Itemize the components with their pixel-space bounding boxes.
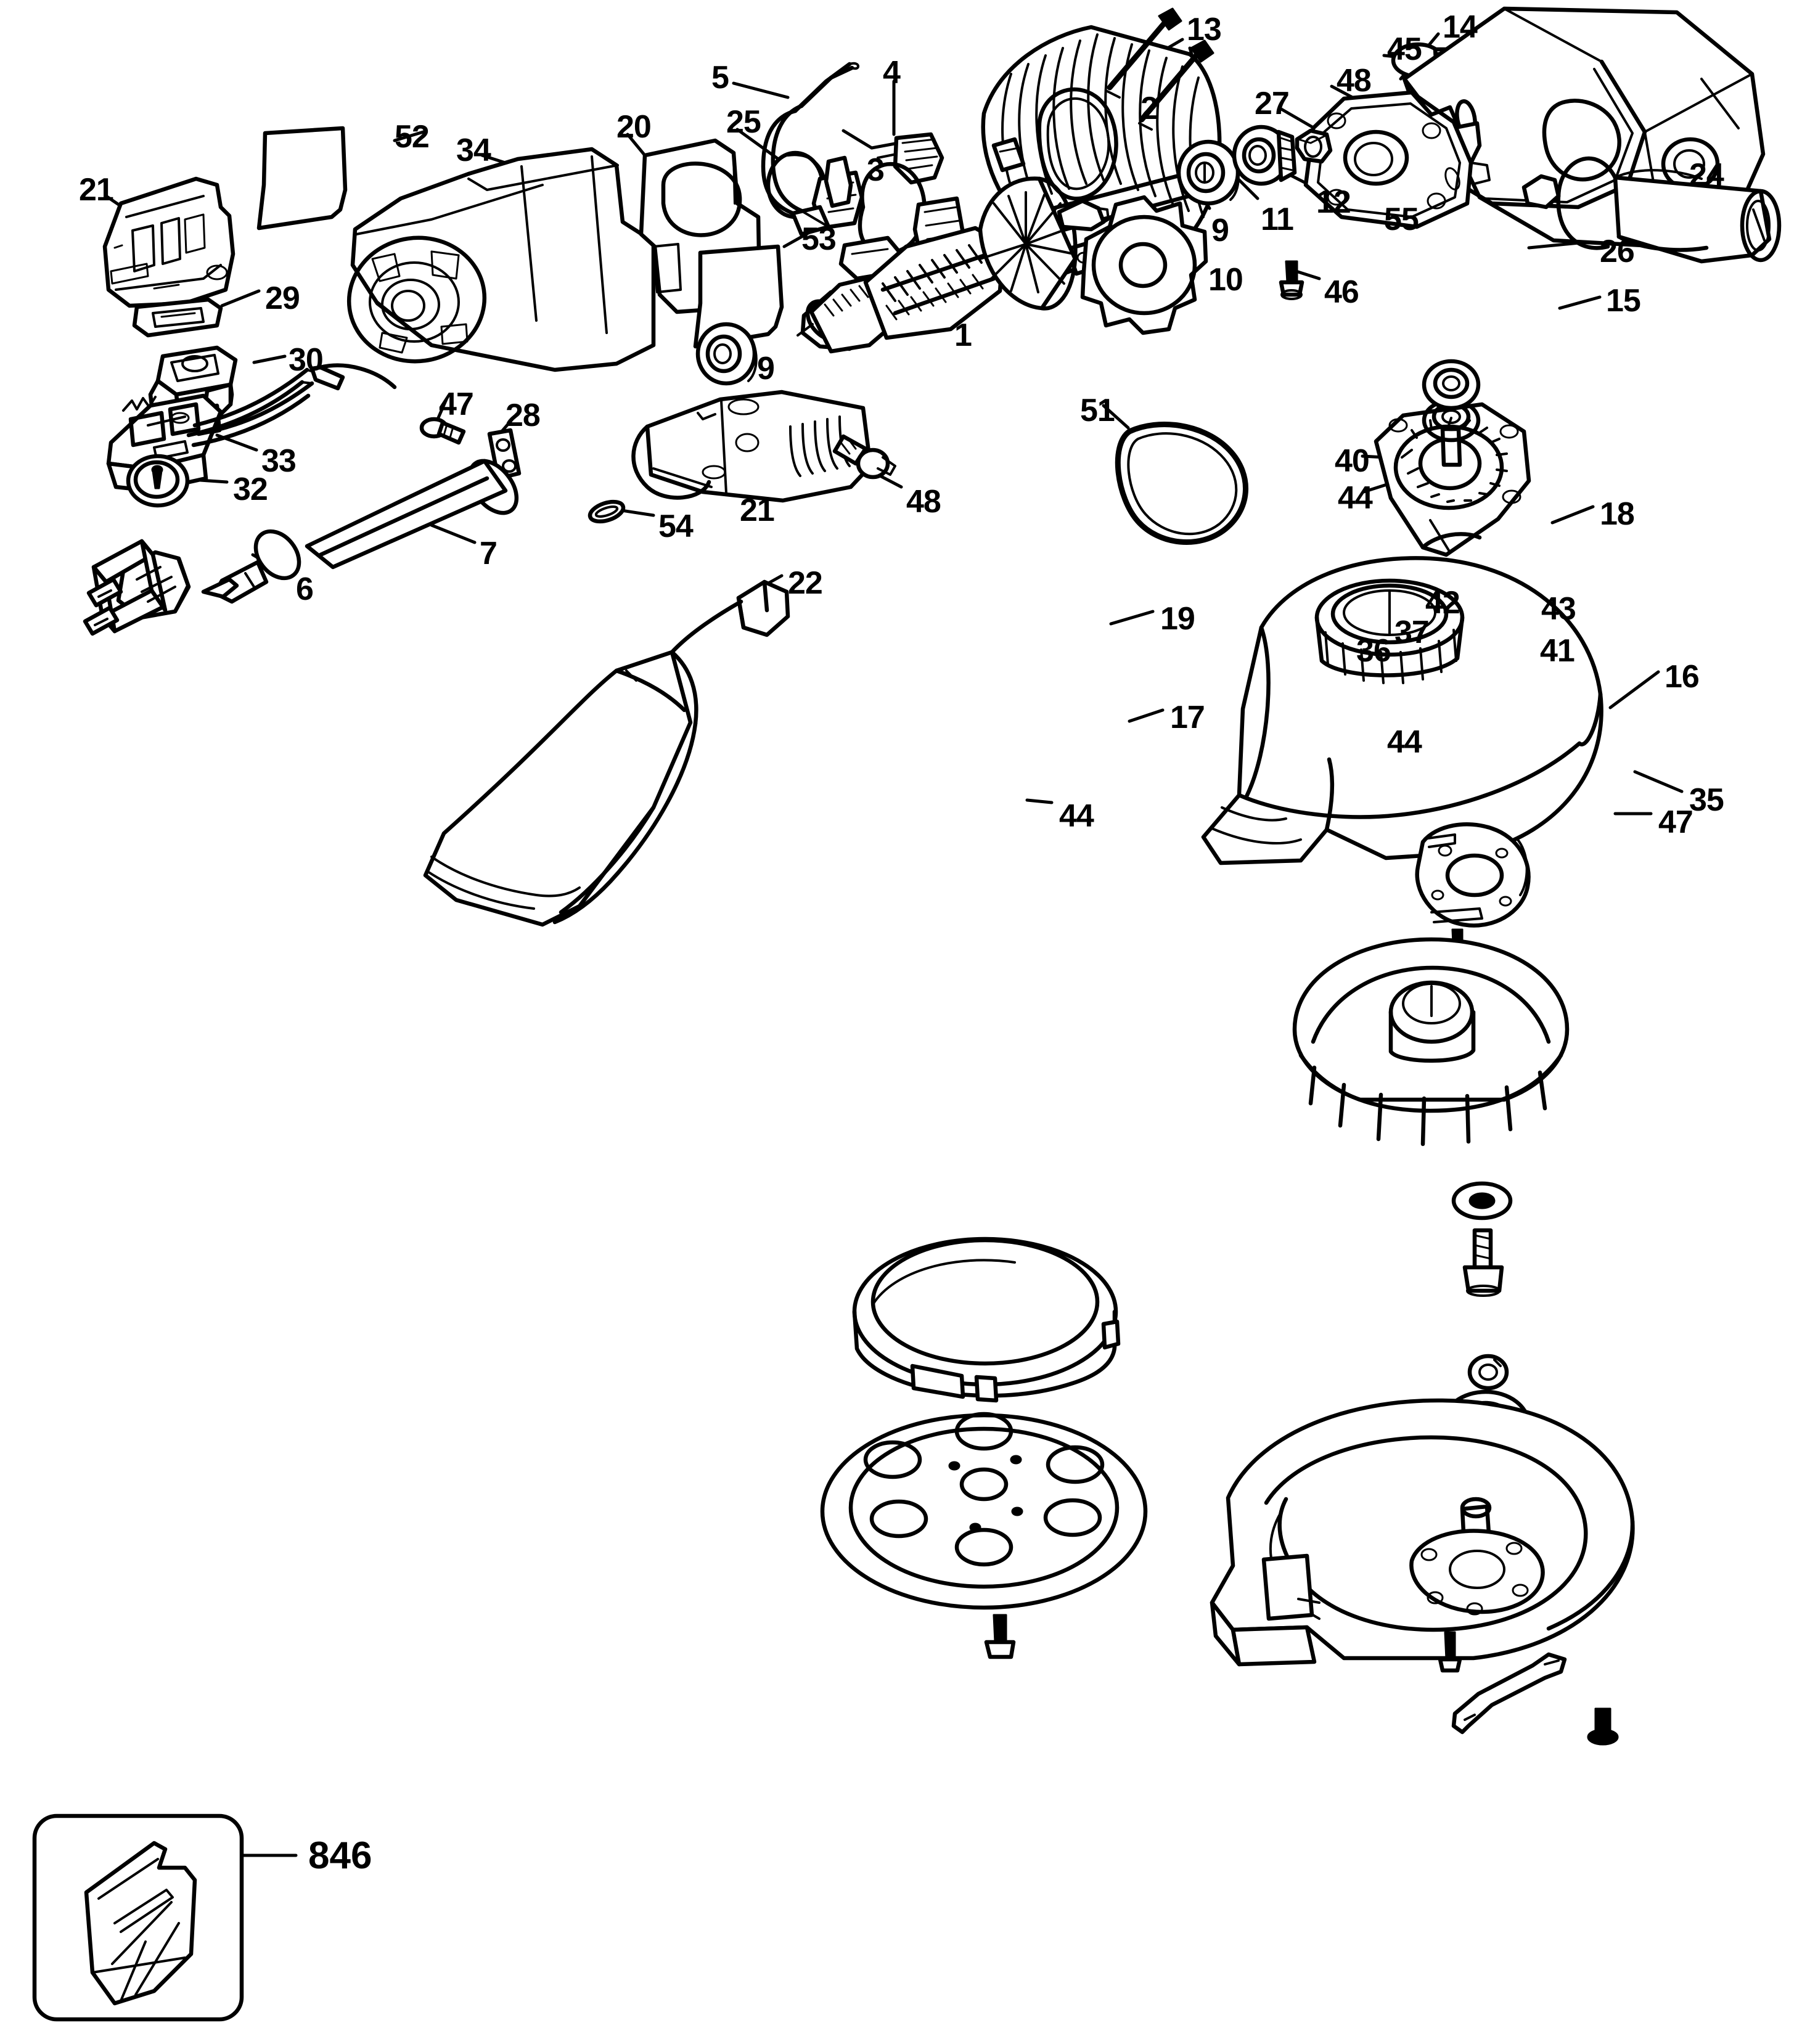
part-27-gear-case-cover xyxy=(1303,90,1491,229)
part-42-washer xyxy=(1451,1181,1513,1220)
callout-52: 52 xyxy=(395,119,430,155)
part-53-label-plate xyxy=(693,244,784,349)
part-52-label-plate xyxy=(256,126,348,231)
callout-30: 30 xyxy=(289,342,324,378)
part-44-screw-shroud xyxy=(1438,1631,1462,1673)
part-32-grommet xyxy=(126,454,190,508)
callout-44-pad: 44 xyxy=(1059,798,1094,834)
callout-51: 51 xyxy=(1080,393,1115,428)
callout-48-lower: 48 xyxy=(906,484,941,520)
callout-43: 43 xyxy=(1541,591,1576,627)
callout-32: 32 xyxy=(233,472,268,507)
part-37-retaining-ring xyxy=(1467,1354,1509,1391)
callout-21-upper: 21 xyxy=(79,172,114,208)
callout-16: 16 xyxy=(1665,659,1700,695)
callout-54: 54 xyxy=(658,509,694,544)
part-47-screw-lower xyxy=(1587,1707,1619,1746)
callout-9-lower: 9 xyxy=(757,351,775,386)
part-11-pinion-gear xyxy=(1232,125,1297,186)
part-34-motor-housing xyxy=(346,147,656,372)
callout-28: 28 xyxy=(506,398,541,433)
part-21-handle-housing-lower xyxy=(631,390,873,503)
callout-29: 29 xyxy=(265,280,300,316)
callout-1: 1 xyxy=(954,317,972,353)
callout-12: 12 xyxy=(1316,184,1351,220)
callout-37: 37 xyxy=(1394,615,1430,650)
callout-44-lower: 44 xyxy=(1387,724,1422,760)
callout-15: 15 xyxy=(1606,283,1641,319)
kit-box-846 xyxy=(32,1813,244,2022)
callout-10: 10 xyxy=(1208,262,1243,298)
callout-2: 2 xyxy=(1140,91,1158,126)
part-48-screw-lower xyxy=(832,434,896,480)
callout-13: 13 xyxy=(1187,12,1222,47)
part-24-side-handle xyxy=(1521,156,1782,264)
callout-53: 53 xyxy=(801,221,837,257)
callout-25: 25 xyxy=(726,104,761,140)
part-29-switch-boot xyxy=(132,297,223,338)
callout-7: 7 xyxy=(480,536,498,571)
callout-18: 18 xyxy=(1600,496,1635,532)
callout-42: 42 xyxy=(1425,585,1460,621)
part-9-bearing-lower xyxy=(695,322,758,386)
part-22-dust-bag xyxy=(423,579,790,927)
part-10-baffle-plate xyxy=(1080,195,1208,335)
callout-26: 26 xyxy=(1600,234,1635,269)
callout-20: 20 xyxy=(616,109,652,145)
part-55-bearing-cap xyxy=(1422,359,1481,411)
part-54-o-ring xyxy=(588,499,626,524)
callout-48-upper: 48 xyxy=(1337,63,1372,99)
callout-27: 27 xyxy=(1255,86,1290,121)
part-21-handle-housing-upper xyxy=(102,176,235,308)
callout-36: 36 xyxy=(1356,633,1391,669)
part-43-spindle-screw xyxy=(1462,1228,1504,1297)
callout-19: 19 xyxy=(1160,601,1195,637)
callout-41: 41 xyxy=(1540,633,1575,669)
callout-34: 34 xyxy=(456,133,491,168)
part-6-power-plug xyxy=(83,539,239,636)
callout-24: 24 xyxy=(1689,157,1724,193)
callout-21-lower: 21 xyxy=(740,493,775,528)
callout-47-upper: 47 xyxy=(439,386,474,422)
callout-3: 3 xyxy=(867,152,885,188)
callout-55: 55 xyxy=(1384,202,1419,237)
part-46-screw xyxy=(1279,260,1304,300)
callout-14: 14 xyxy=(1443,9,1478,45)
part-44-screw-pad xyxy=(984,1614,1016,1659)
callout-11: 11 xyxy=(1261,202,1294,237)
callout-40: 40 xyxy=(1335,443,1370,479)
callout-45: 45 xyxy=(1387,31,1422,67)
part-7-power-cord xyxy=(212,363,519,604)
callout-44-upper: 44 xyxy=(1338,480,1373,516)
part-1-armature xyxy=(796,176,1110,354)
kit-box-label-846: 846 xyxy=(308,1834,372,1877)
callout-17: 17 xyxy=(1170,700,1205,735)
part-9-bearing-upper xyxy=(1176,139,1240,206)
part-13-long-screws xyxy=(1106,7,1214,131)
part-47-screw-upper xyxy=(419,417,466,445)
callout-47-lower: 47 xyxy=(1658,804,1693,840)
part-51-drive-belt xyxy=(1115,421,1248,546)
part-26-gear-case xyxy=(1374,398,1531,557)
part-15-upper-shroud xyxy=(1201,556,1603,865)
callout-35: 35 xyxy=(1689,782,1724,818)
callout-9-upper: 9 xyxy=(1211,213,1229,248)
part-16-lower-shroud xyxy=(1210,1398,1635,1667)
callout-4: 4 xyxy=(883,55,901,91)
part-19-pad-ring xyxy=(852,1237,1121,1403)
callout-33: 33 xyxy=(261,443,297,479)
callout-5: 5 xyxy=(711,60,729,96)
part-40-counterweight xyxy=(1415,822,1531,928)
callout-22: 22 xyxy=(788,565,823,601)
part-17-sanding-pad xyxy=(820,1412,1148,1610)
part-35-clip-bar xyxy=(1451,1652,1567,1735)
callout-6: 6 xyxy=(296,571,314,607)
part-18-fan-impeller xyxy=(1292,937,1570,1147)
part-12-nut xyxy=(1295,128,1333,164)
callout-46: 46 xyxy=(1324,274,1359,310)
